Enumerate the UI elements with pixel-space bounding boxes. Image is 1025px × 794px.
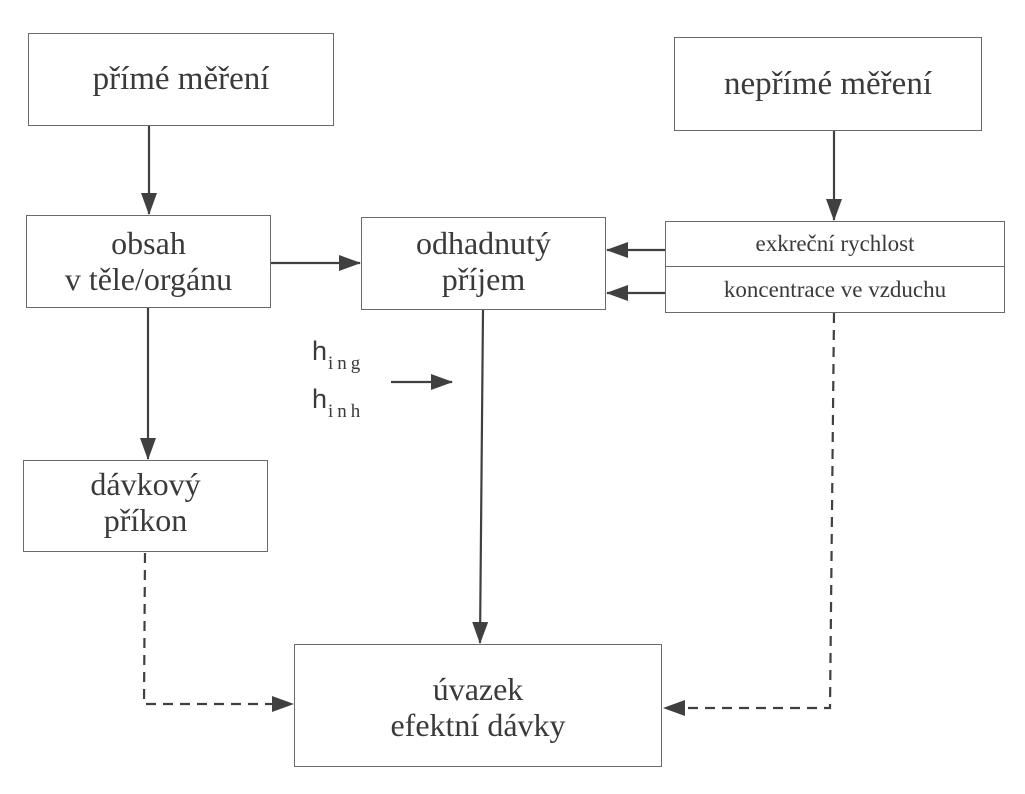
output-label: koncentrace ve vzduchu — [723, 276, 947, 302]
output-excretion-rate: exkreční rychlost — [666, 222, 1004, 267]
node-label-line: efektní dávky — [390, 706, 566, 743]
coefficient-subscript: ing — [328, 353, 365, 374]
dashed-arrowhead-left — [272, 696, 294, 712]
node-label-line: dávkový — [90, 466, 201, 502]
coefficient-symbol: h — [312, 384, 328, 414]
dashed-outputs-to-committed — [682, 312, 836, 710]
coefficient-inhalation: hinh — [312, 384, 364, 423]
node-dose-rate: dávkový příkon — [23, 460, 268, 552]
node-indirect-outputs: exkreční rychlost koncentrace ve vzduchu — [665, 221, 1005, 313]
coefficient-subscript: inh — [328, 401, 365, 422]
output-label: exkreční rychlost — [755, 231, 915, 257]
node-estimated-intake: odhadnutý příjem — [361, 217, 606, 310]
node-label-line: úvazek — [432, 670, 524, 707]
node-label-line: příjem — [441, 260, 526, 297]
node-indirect-measurement: nepřímé měření — [674, 37, 982, 131]
node-direct-measurement: přímé měření — [28, 33, 334, 126]
node-body-content: obsah v těle/orgánu — [26, 215, 271, 308]
node-label: přímé měření — [92, 61, 270, 98]
node-label-line: příkon — [103, 501, 188, 538]
dashed-doserate-to-committed — [142, 552, 280, 706]
dashed-arrowhead-right — [663, 700, 685, 716]
arrow-intake-to-committed — [472, 309, 489, 644]
coefficient-ingestion: hing — [312, 336, 364, 375]
node-committed-effective-dose: úvazek efektní dávky — [294, 644, 662, 767]
node-label-line: odhadnutý — [415, 225, 552, 261]
node-label-line: v těle/orgánu — [64, 260, 233, 297]
output-air-concentration: koncentrace ve vzduchu — [666, 267, 1004, 312]
coefficient-symbol: h — [312, 336, 328, 366]
node-label: nepřímé měření — [724, 65, 932, 102]
node-label-line: obsah — [111, 225, 186, 261]
